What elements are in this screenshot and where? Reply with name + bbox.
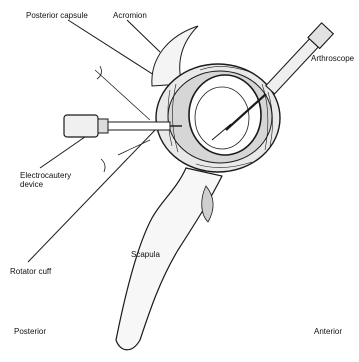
- label-anterior: Anterior: [314, 327, 342, 336]
- label-arthroscope: Arthroscope: [311, 54, 354, 63]
- retractor-strand-1: [95, 70, 150, 120]
- electrocautery-handle: [64, 115, 98, 137]
- label-acromion: Acromion: [113, 11, 147, 20]
- retractor-strand-4: [101, 159, 105, 172]
- label-posterior: Posterior: [14, 327, 46, 336]
- retractor-strand-3: [118, 140, 150, 155]
- label-rotator-cuff: Rotator cuff: [10, 267, 51, 276]
- label-posterior-capsule: Posterior capsule: [26, 11, 88, 20]
- electrocautery-shaft: [108, 122, 170, 130]
- arthroscope-handle: [266, 39, 318, 94]
- label-electrocautery-device: Electrocautery device: [20, 171, 80, 189]
- label-scapula: Scapula: [131, 250, 160, 259]
- leader-acromion: [127, 20, 160, 52]
- leader-rotator-cuff: [28, 128, 157, 262]
